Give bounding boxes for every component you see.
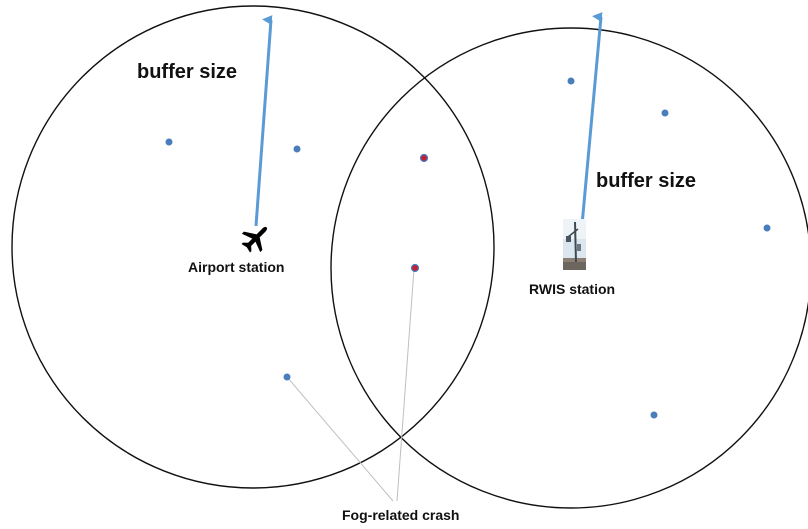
airplane-icon — [241, 226, 268, 253]
crash-point — [763, 224, 771, 232]
crash-point — [293, 145, 301, 153]
crash-point — [283, 373, 291, 381]
crash-point — [567, 77, 575, 85]
rwis-station-photo-icon — [563, 219, 586, 270]
airport-station-label: Airport station — [188, 259, 284, 275]
fog-crash-label: Fog-related crash — [342, 507, 459, 523]
buffer-size-label-right: buffer size — [596, 170, 696, 192]
fog-crash-leader-line — [396, 268, 415, 502]
rwis-buffer-arrow — [579, 12, 603, 237]
rwis-station-label: RWIS station — [529, 281, 615, 297]
crash-point — [661, 109, 669, 117]
airport-buffer-circle — [11, 5, 495, 489]
buffer-size-label-left: buffer size — [137, 61, 237, 83]
fog-crash-leader-line — [286, 376, 394, 502]
crash-point — [650, 411, 658, 419]
fog-crash-point — [410, 263, 420, 273]
rwis-buffer-circle — [330, 27, 808, 509]
fog-crash-point — [419, 153, 429, 163]
crash-point — [165, 138, 173, 146]
airport-buffer-arrow — [254, 15, 273, 227]
